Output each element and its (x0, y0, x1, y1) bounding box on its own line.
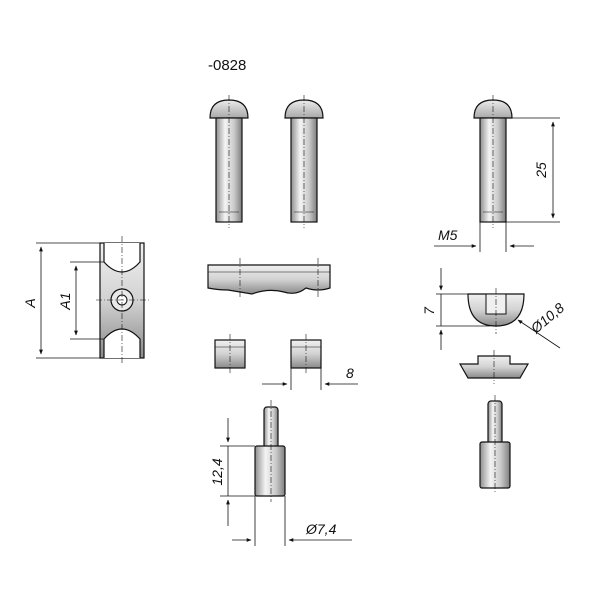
dimension-dia-10-8-label: Ø10,8 (527, 299, 567, 337)
screw-center (284, 95, 324, 228)
dimension-a1-label: A1 (57, 292, 73, 310)
dimension-width-8: 8 (262, 365, 358, 390)
dimension-width-8-label: 8 (346, 365, 354, 381)
t-slot-nut (458, 350, 530, 384)
part-number-suffix: -0828 (208, 57, 246, 74)
half-round-nut (467, 288, 525, 334)
slot-nut-side-view (207, 258, 331, 298)
dimension-thread-m5-label: M5 (438, 227, 458, 243)
dimension-length-25: 25 (506, 117, 560, 223)
slot-nut-front-view (96, 236, 150, 364)
small-block-right (290, 334, 322, 374)
screw-left (209, 95, 249, 228)
dimension-height-12-4-label: 12,4 (209, 458, 225, 485)
dimension-dia-7-4-label: Ø7,4 (305, 521, 337, 537)
dimension-a: A (22, 242, 104, 359)
dimension-dia-10-8: Ø10,8 (517, 299, 567, 349)
dimension-thread-m5: M5 (434, 222, 534, 252)
screw-right (473, 95, 513, 228)
dimension-a1: A1 (57, 261, 104, 340)
dimension-length-25-label: 25 (533, 162, 549, 179)
dimension-height-7: 7 (421, 268, 490, 350)
small-block-left (214, 334, 246, 374)
dimension-height-12-4: 12,4 (209, 418, 255, 526)
dimension-a-label: A (22, 298, 38, 308)
dimension-dia-7-4: Ø7,4 (232, 496, 352, 546)
stepped-pin-right (479, 395, 511, 494)
stepped-pin-center (254, 400, 286, 502)
dimension-height-7-label: 7 (421, 306, 437, 315)
